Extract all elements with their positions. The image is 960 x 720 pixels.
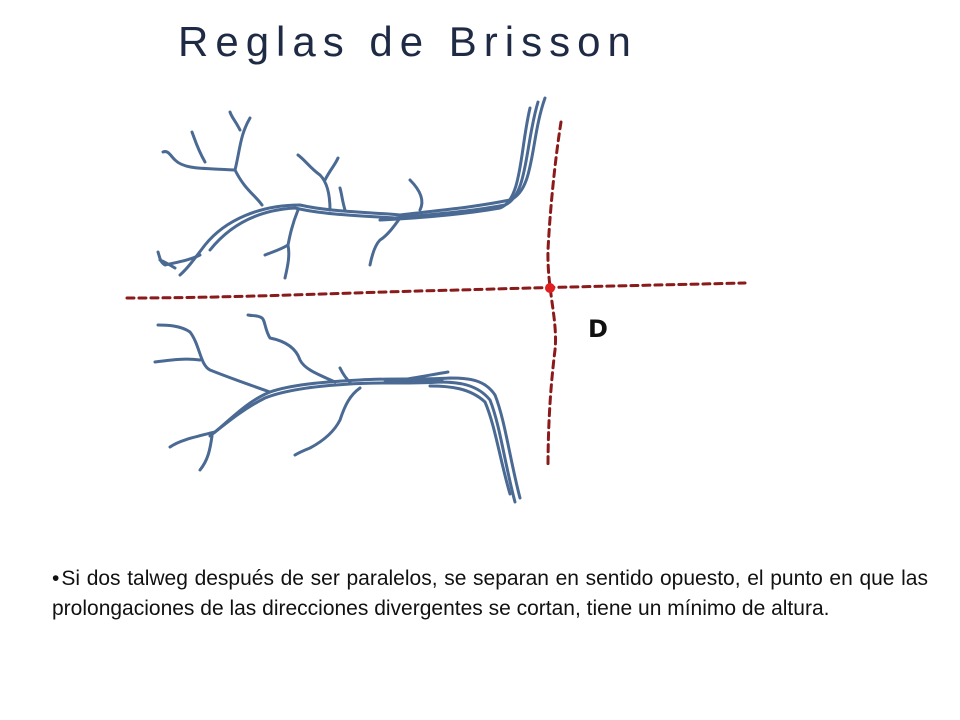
upper-branch — [233, 168, 264, 207]
upper-branch — [296, 153, 332, 212]
lower-stream-network — [153, 313, 522, 504]
lower-branch — [168, 430, 217, 449]
upper-branch — [228, 110, 242, 132]
upper-branch — [368, 216, 402, 267]
upper-stream-network — [156, 96, 547, 280]
upper-branch — [156, 250, 202, 267]
minimum-altitude-point — [545, 283, 555, 293]
lower-talweg-parallel — [208, 380, 517, 504]
upper-branch — [158, 258, 177, 270]
upper-talweg-parallel — [208, 100, 540, 252]
point-label-d: D — [588, 315, 608, 343]
lower-branch — [383, 378, 444, 384]
lower-branch — [156, 323, 272, 394]
upper-branch — [233, 116, 252, 172]
vertical-guide-line — [546, 120, 563, 470]
upper-branch — [338, 186, 347, 212]
bullet-text: Si dos talweg después de ser paralelos, … — [52, 567, 928, 620]
upper-branch — [323, 156, 340, 182]
horizontal-guide-line — [125, 281, 747, 300]
slide-title: Reglas de Brisson — [178, 18, 638, 65]
upper-talweg — [178, 96, 547, 277]
upper-branch — [161, 150, 237, 172]
lower-branch — [198, 434, 214, 472]
lower-branch — [338, 366, 352, 384]
upper-branch — [283, 243, 291, 280]
divergence-guides — [125, 120, 747, 470]
lower-talweg-parallel — [428, 384, 512, 496]
upper-branch — [190, 130, 207, 164]
upper-talweg-parallel — [378, 106, 532, 222]
lower-branch — [246, 313, 337, 384]
lower-branch — [293, 386, 362, 457]
lower-branch — [153, 357, 202, 364]
bullet-paragraph: •Si dos talweg después de ser paralelos,… — [52, 564, 928, 624]
bullet-marker: • — [52, 567, 60, 590]
upper-branch — [408, 178, 424, 212]
upper-branch — [263, 208, 300, 257]
